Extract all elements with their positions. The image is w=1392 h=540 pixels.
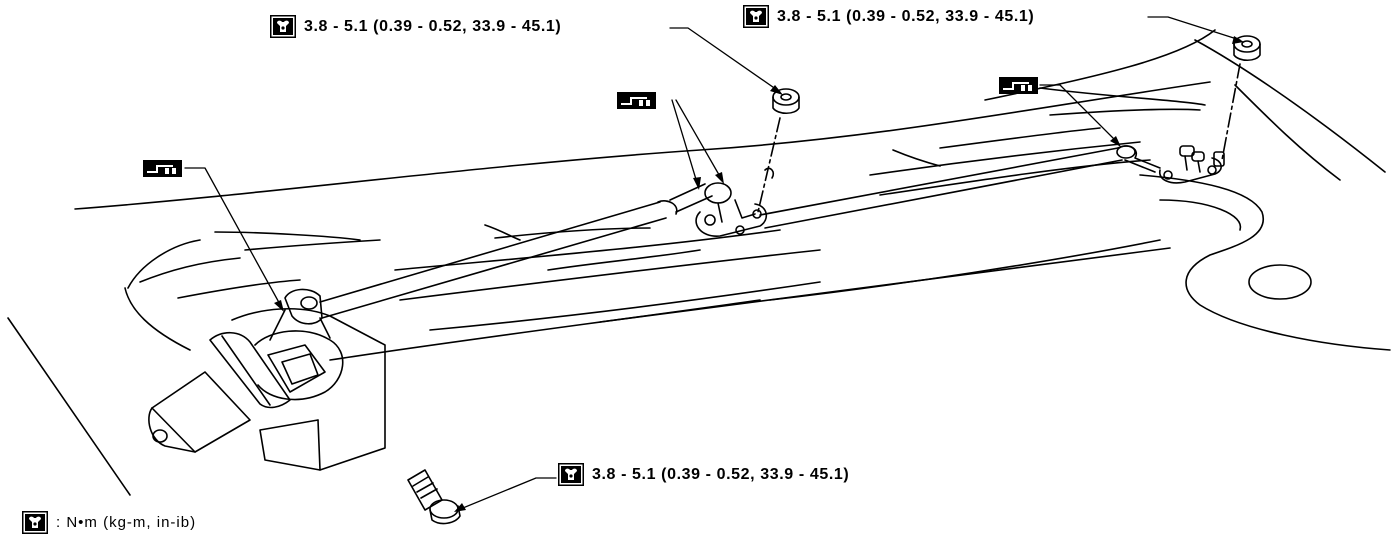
leader-lines (184, 16, 1241, 511)
torque-wrench-icon (22, 511, 48, 534)
torque-wrench-icon (558, 463, 584, 486)
linkage-rod-main (319, 183, 713, 319)
leader-arrowheads (274, 36, 1244, 512)
torque-wrench-icon (743, 5, 769, 28)
torque-wrench-icon (270, 15, 296, 38)
pivot-nut-right (1233, 35, 1261, 62)
legend-units-text: : N•m (kg-m, in-ib) (56, 514, 197, 531)
linkage-rod-secondary (759, 145, 1161, 229)
pivot-nut-center (772, 88, 800, 115)
nut-centerlines (757, 63, 1241, 213)
right-pivot-assembly (1159, 145, 1225, 184)
torque-callout-top-center: 3.8 - 5.1 (0.39 - 0.52, 33.9 - 45.1) (270, 15, 561, 38)
torque-value-top-center: 3.8 - 5.1 (0.39 - 0.52, 33.9 - 45.1) (304, 17, 562, 35)
torque-value-top-right: 3.8 - 5.1 (0.39 - 0.52, 33.9 - 45.1) (777, 7, 1035, 25)
grease-point-icon-center (617, 92, 656, 109)
center-pivot-assembly (695, 167, 775, 237)
torque-callout-top-right: 3.8 - 5.1 (0.39 - 0.52, 33.9 - 45.1) (743, 5, 1034, 28)
cowl-panel-outline (7, 29, 1391, 496)
motor-mounting-bolt (407, 469, 461, 525)
grease-point-icon-motor (143, 160, 182, 177)
grease-point-icon-right (999, 77, 1038, 94)
units-legend: : N•m (kg-m, in-ib) (22, 511, 196, 534)
torque-value-bottom: 3.8 - 5.1 (0.39 - 0.52, 33.9 - 45.1) (592, 465, 850, 483)
body-grommet-hole (1248, 264, 1312, 300)
torque-callout-bottom: 3.8 - 5.1 (0.39 - 0.52, 33.9 - 45.1) (558, 463, 849, 486)
wiper-motor-assembly (148, 288, 386, 471)
